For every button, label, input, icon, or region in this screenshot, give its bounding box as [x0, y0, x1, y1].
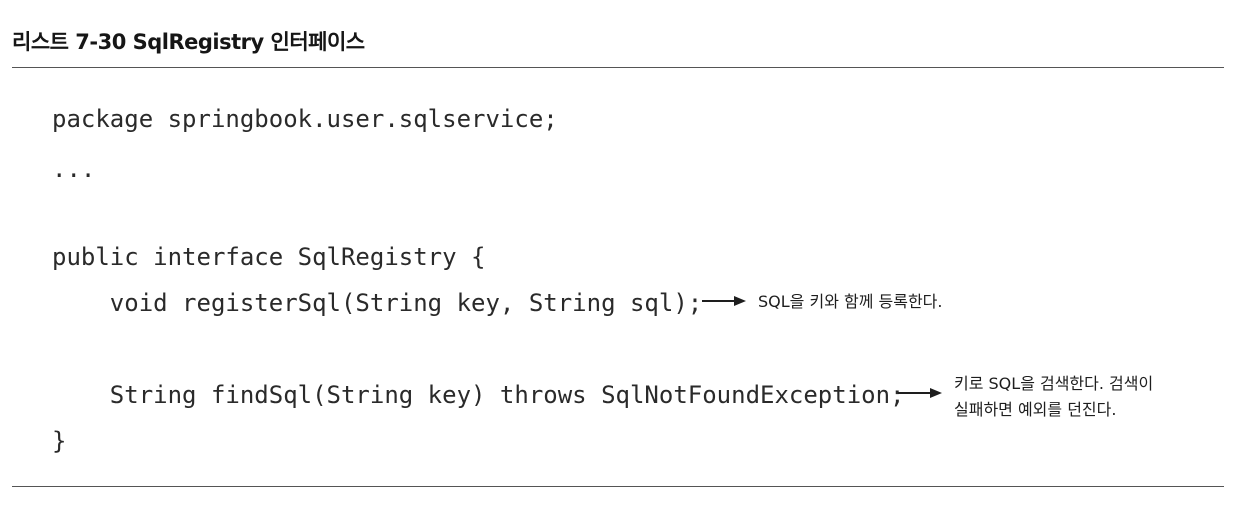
listing-title: 리스트 7-30 SqlRegistry 인터페이스: [12, 30, 365, 54]
code-line-closing-brace: }: [52, 427, 67, 455]
bottom-divider: [12, 486, 1224, 487]
find-annotation-line-1: 키로 SQL을 검색한다. 검색이: [954, 374, 1154, 393]
code-line-register-method: void registerSql(String key, String sql)…: [52, 289, 703, 317]
code-line-find-method: String findSql(String key) throws SqlNot…: [52, 381, 905, 409]
code-line-package: package springbook.user.sqlservice;: [52, 105, 558, 133]
register-annotation: SQL을 키와 함께 등록한다.: [758, 292, 943, 311]
find-annotation-arrow-icon: [898, 388, 942, 398]
code-line-interface-declaration: public interface SqlRegistry {: [52, 243, 486, 271]
register-annotation-arrow-icon: [702, 296, 746, 306]
top-divider: [12, 67, 1224, 68]
find-annotation-line-2: 실패하면 예외를 던진다.: [954, 400, 1117, 419]
code-line-ellipsis: ...: [52, 155, 96, 183]
